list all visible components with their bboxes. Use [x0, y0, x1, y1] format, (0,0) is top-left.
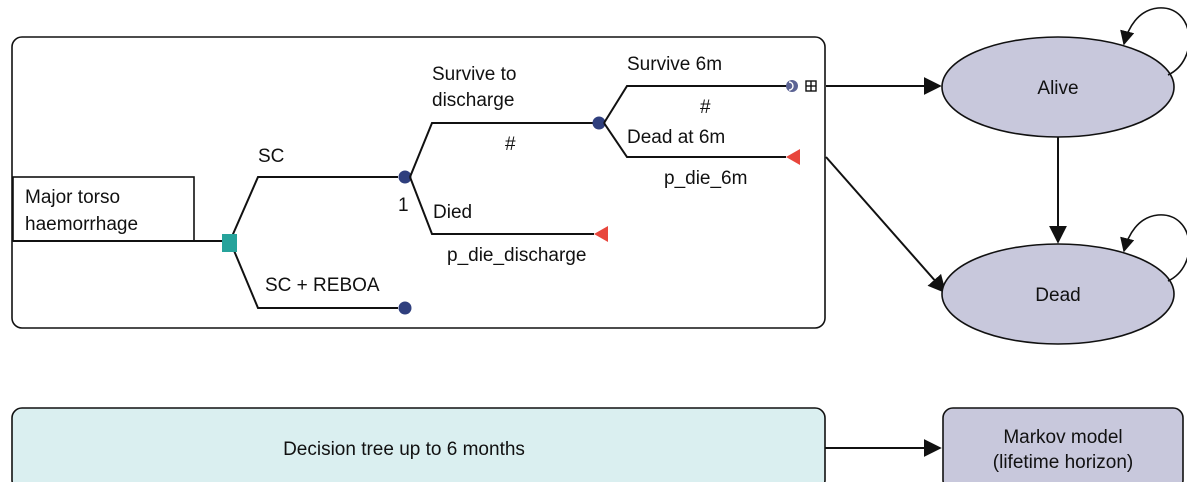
- root-node-box: [12, 176, 195, 242]
- branch-reboa-line: [229, 240, 398, 309]
- dead-6m-line: [603, 122, 786, 158]
- survive-discharge-prob: #: [505, 134, 516, 155]
- branch-reboa-label: SC + REBOA: [265, 275, 380, 296]
- to-dead-arrow: [825, 156, 947, 294]
- survive-6m-label: Survive 6m: [627, 54, 722, 75]
- branch-sc-label: SC: [258, 146, 284, 167]
- reboa-chance-node: [398, 301, 412, 315]
- sc-chance-node: [398, 170, 412, 184]
- footer-tree-label: Decision tree up to 6 months: [283, 439, 525, 460]
- chance-node-label: 1: [398, 195, 409, 216]
- state-alive-label: Alive: [1037, 78, 1078, 99]
- state-dead-label: Dead: [1035, 285, 1080, 306]
- survive-discharge-line: [409, 122, 593, 178]
- died-line: [409, 176, 594, 235]
- collapsed-subtree-icon: [805, 80, 817, 92]
- dead-6m-label: Dead at 6m: [627, 127, 725, 148]
- footer-markov-label-line2: (lifetime horizon): [993, 452, 1133, 473]
- died-terminal-node: [594, 226, 608, 242]
- footer-markov-label-line1: Markov model: [1003, 427, 1122, 448]
- dead-6m-prob: p_die_6m: [664, 168, 747, 189]
- state-dead: [941, 243, 1175, 345]
- survive-6m-prob: #: [700, 97, 711, 118]
- survive-discharge-label-line1: Survive to: [432, 64, 516, 85]
- decision-node: [222, 234, 237, 252]
- root-label-line1: Major torso: [25, 187, 120, 208]
- survive-discharge-label-line2: discharge: [432, 90, 514, 111]
- footer-markov-box: [942, 407, 1184, 482]
- dead-self-loop: [1120, 214, 1187, 282]
- alive-self-loop: [1120, 7, 1187, 76]
- decision-tree-panel: [11, 36, 826, 329]
- died-label: Died: [433, 202, 472, 223]
- discharge-chance-node: [592, 116, 606, 130]
- died-prob: p_die_discharge: [447, 245, 586, 266]
- markov-node-icon: [786, 80, 798, 92]
- dead-6m-terminal-node: [786, 149, 800, 165]
- root-label-line2: haemorrhage: [25, 214, 138, 235]
- survive-6m-line: [603, 85, 788, 124]
- branch-sc-line: [229, 176, 398, 242]
